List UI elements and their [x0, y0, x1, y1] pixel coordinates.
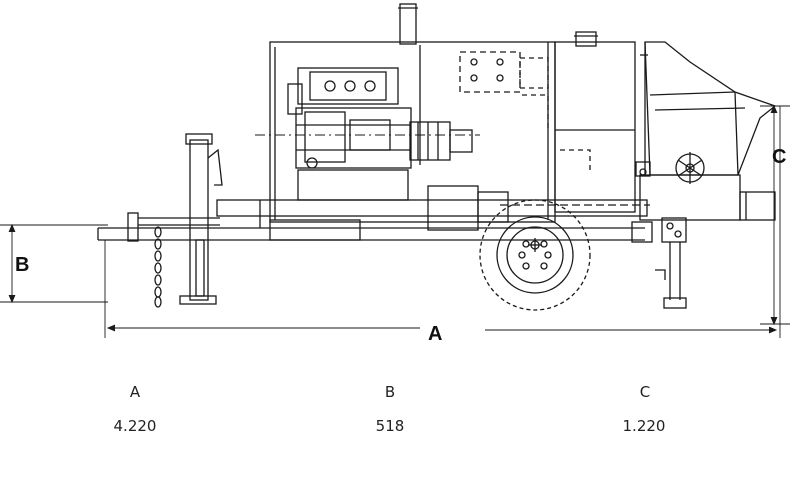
table-header-c: C: [639, 383, 651, 401]
dimension-lines: [0, 104, 790, 338]
table-value-b: 518: [375, 417, 405, 435]
table-header-b: B: [384, 383, 396, 401]
table-header-a: A: [129, 383, 141, 401]
machine-side-view-drawing: B A C: [0, 3, 790, 345]
support-jack: [179, 133, 223, 305]
chassis-frame: [97, 185, 653, 243]
dimension-label-b: B: [15, 254, 29, 276]
table-value-a: 4.220: [113, 417, 157, 435]
table-value-c: 1.220: [622, 417, 666, 435]
dimension-label-a: A: [428, 323, 442, 345]
dimension-label-c: C: [772, 146, 786, 168]
engine: [255, 67, 480, 201]
wheel: [479, 199, 591, 311]
hopper: [635, 41, 777, 184]
pump-section: [639, 174, 776, 309]
engine-cabinet: [269, 3, 636, 223]
safety-chain: [154, 226, 162, 308]
